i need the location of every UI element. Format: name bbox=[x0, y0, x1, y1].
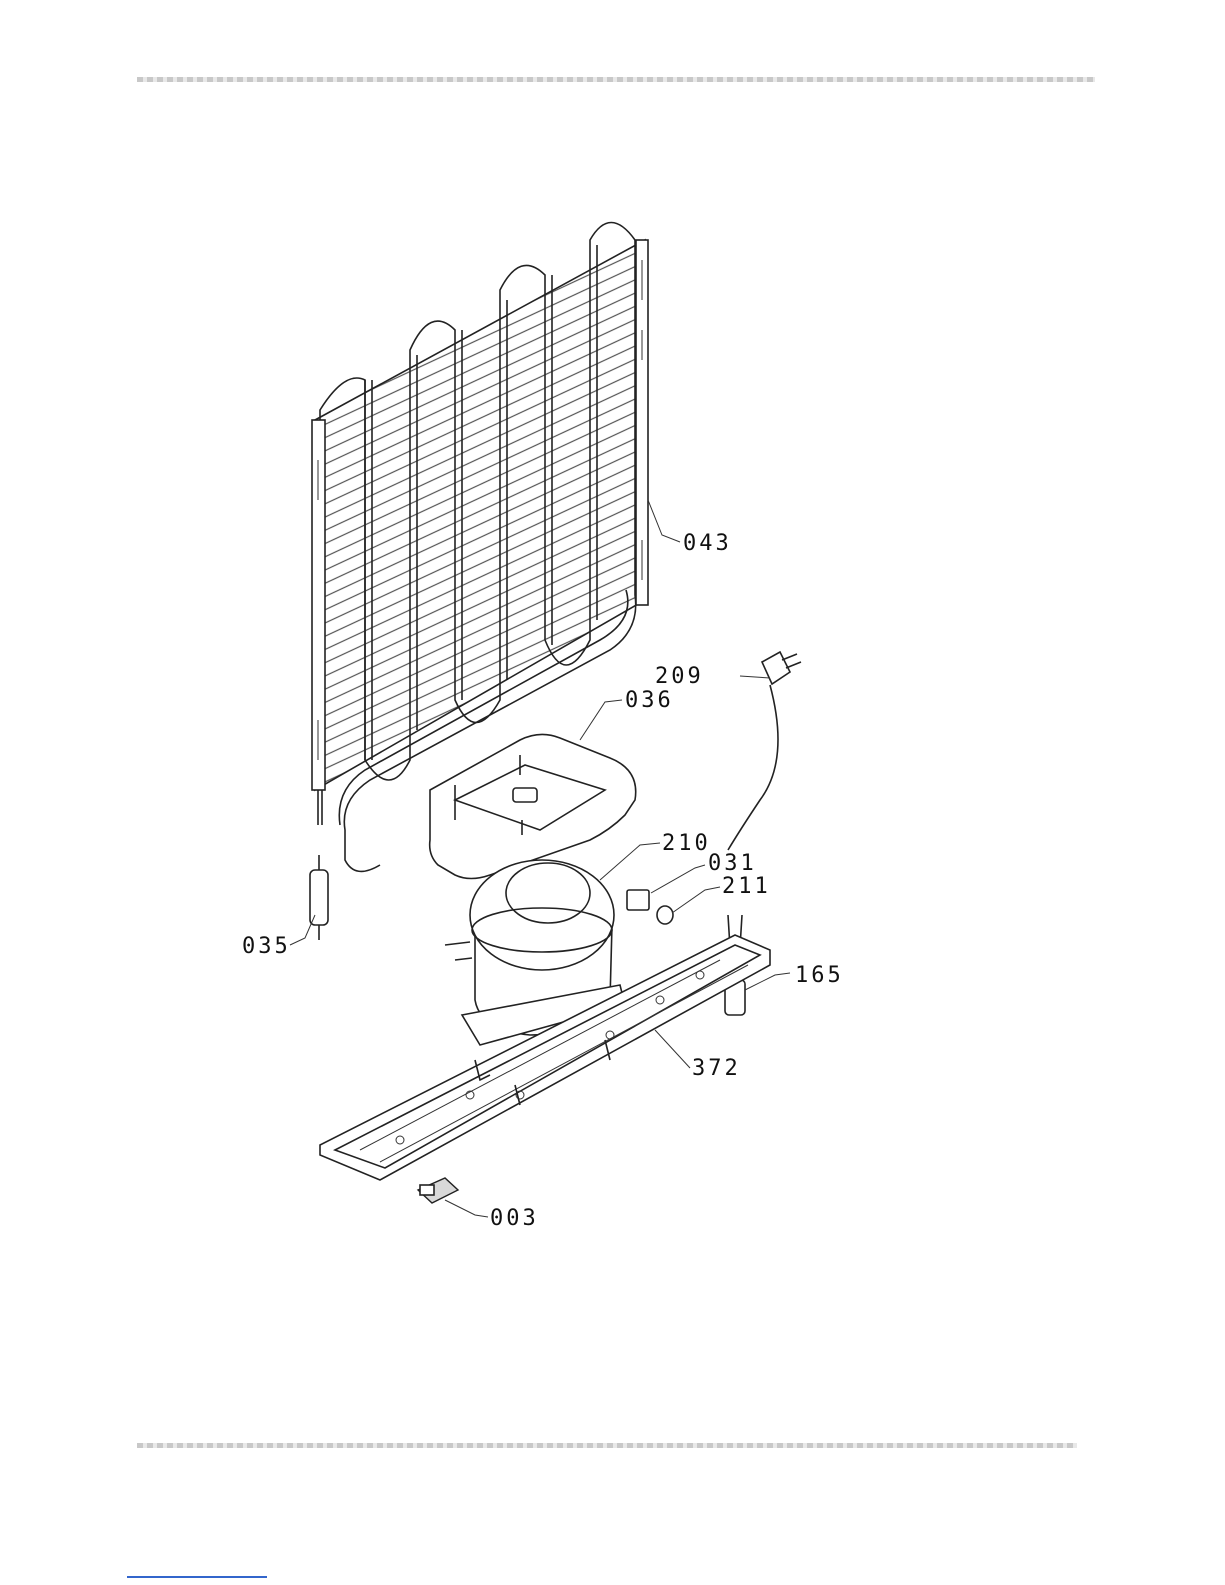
filter-drier bbox=[310, 855, 328, 940]
callout-003: 003 bbox=[490, 1206, 539, 1231]
callout-165: 165 bbox=[795, 963, 844, 988]
mounting-bracket bbox=[418, 1178, 458, 1203]
callout-043: 043 bbox=[683, 531, 732, 556]
compressor-tray bbox=[430, 734, 636, 878]
callout-210: 210 bbox=[662, 831, 711, 856]
callout-372: 372 bbox=[692, 1056, 741, 1081]
callout-031: 031 bbox=[708, 851, 757, 876]
start-relay bbox=[627, 890, 649, 910]
mains-plug bbox=[728, 652, 801, 850]
callout-211: 211 bbox=[722, 874, 771, 899]
callout-035: 035 bbox=[242, 934, 291, 959]
callout-036: 036 bbox=[625, 688, 674, 713]
overload-protector bbox=[657, 906, 673, 924]
callout-209: 209 bbox=[655, 664, 704, 689]
